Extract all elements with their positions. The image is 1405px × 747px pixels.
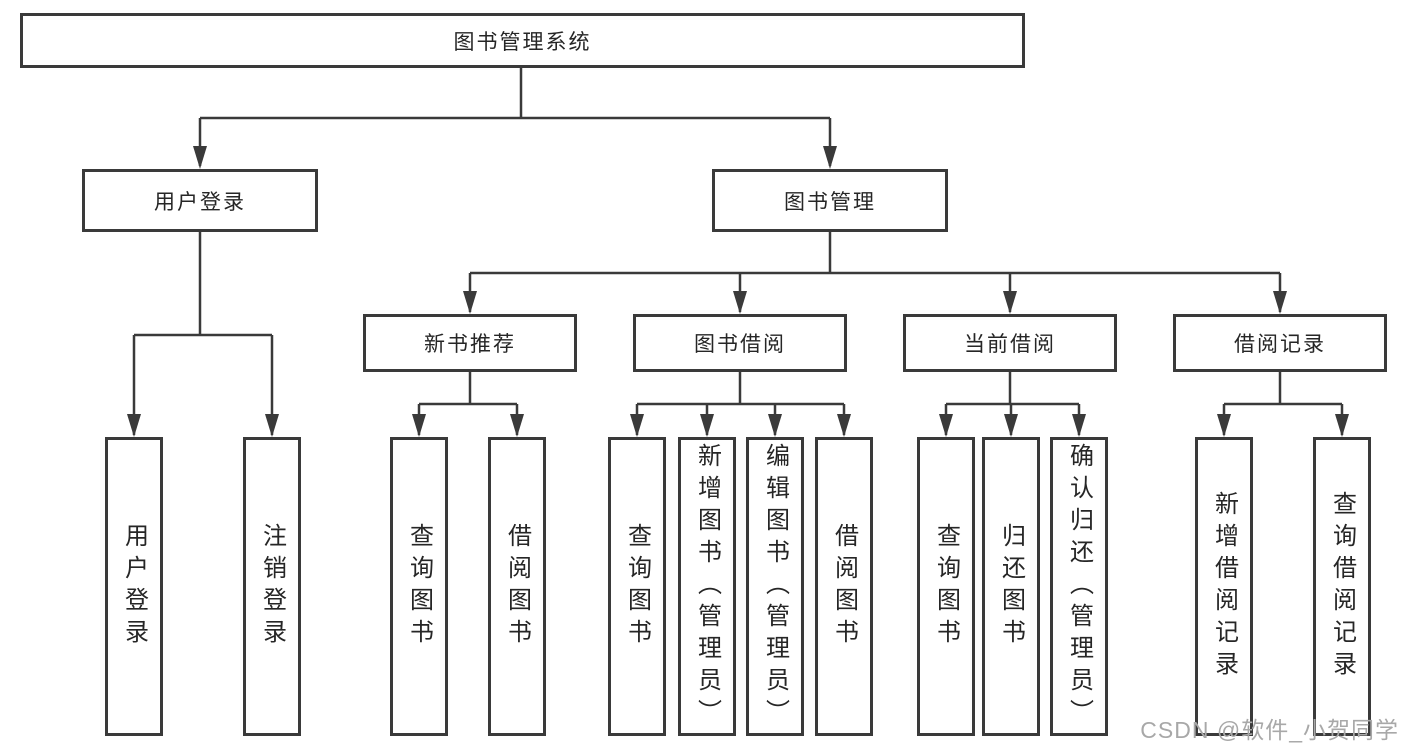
arrowhead: [823, 146, 837, 169]
leaf-add-book-admin: 新增图书（管理员）: [678, 437, 736, 736]
leaf-query-books-borrow: 查询图书: [608, 437, 666, 736]
arrowhead: [939, 414, 953, 437]
node-user-login: 用户登录: [82, 169, 318, 232]
leaf-borrow-books-recommend: 借阅图书: [488, 437, 546, 736]
arrowhead: [412, 414, 426, 437]
leaf-query-borrow-record: 查询借阅记录: [1313, 437, 1371, 736]
leaf-query-books-current: 查询图书: [917, 437, 975, 736]
arrowhead: [193, 146, 207, 169]
node-borrowing-records: 借阅记录: [1173, 314, 1387, 372]
connector-lines: [132, 68, 1344, 435]
arrowhead: [733, 291, 747, 314]
node-current-borrowing: 当前借阅: [903, 314, 1117, 372]
arrowhead: [837, 414, 851, 437]
arrowhead: [1273, 291, 1287, 314]
csdn-watermark: CSDN @软件_小贺同学: [1140, 717, 1399, 743]
node-book-borrowing: 图书借阅: [633, 314, 847, 372]
leaf-logout: 注销登录: [243, 437, 301, 736]
node-new-book-recommend: 新书推荐: [363, 314, 577, 372]
arrowhead: [1004, 414, 1018, 437]
arrowhead: [265, 414, 279, 437]
arrowhead: [700, 414, 714, 437]
leaf-edit-book-admin: 编辑图书（管理员）: [746, 437, 804, 736]
arrowhead: [1335, 414, 1349, 437]
arrowhead: [510, 414, 524, 437]
leaf-query-books-recommend: 查询图书: [390, 437, 448, 736]
arrowhead: [768, 414, 782, 437]
leaf-borrow-books: 借阅图书: [815, 437, 873, 736]
node-book-management: 图书管理: [712, 169, 948, 232]
arrowhead: [630, 414, 644, 437]
leaf-user-login: 用户登录: [105, 437, 163, 736]
arrowhead: [1217, 414, 1231, 437]
leaf-add-borrow-record: 新增借阅记录: [1195, 437, 1253, 736]
node-library-management-system: 图书管理系统: [20, 13, 1025, 68]
arrowhead: [127, 414, 141, 437]
leaf-return-book: 归还图书: [982, 437, 1040, 736]
arrowhead: [463, 291, 477, 314]
arrowhead: [1072, 414, 1086, 437]
arrowhead: [1003, 291, 1017, 314]
leaf-confirm-return-admin: 确认归还（管理员）: [1050, 437, 1108, 736]
